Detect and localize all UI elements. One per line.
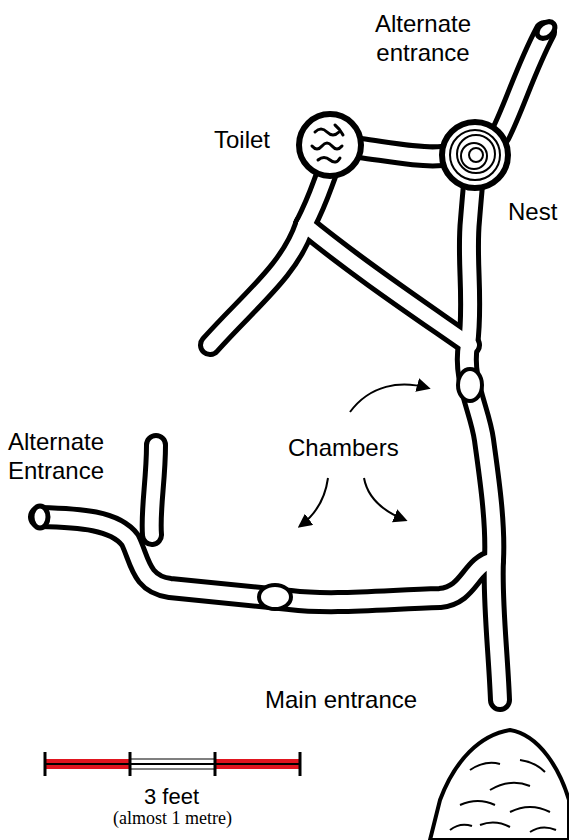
entrance-label: Main entrance [265,686,417,715]
scale-note: (almost 1 metre) [113,808,232,830]
scale-label: 3 feet [144,784,199,810]
entrance-label: Alternate entrance [358,10,488,68]
scale-bar [45,752,300,776]
toilet-label: Toilet [214,126,270,155]
nest-label: Nest [508,198,557,227]
chambers-label: Chambers [288,434,399,463]
entrance-label: Alternate Entrance [8,428,140,486]
